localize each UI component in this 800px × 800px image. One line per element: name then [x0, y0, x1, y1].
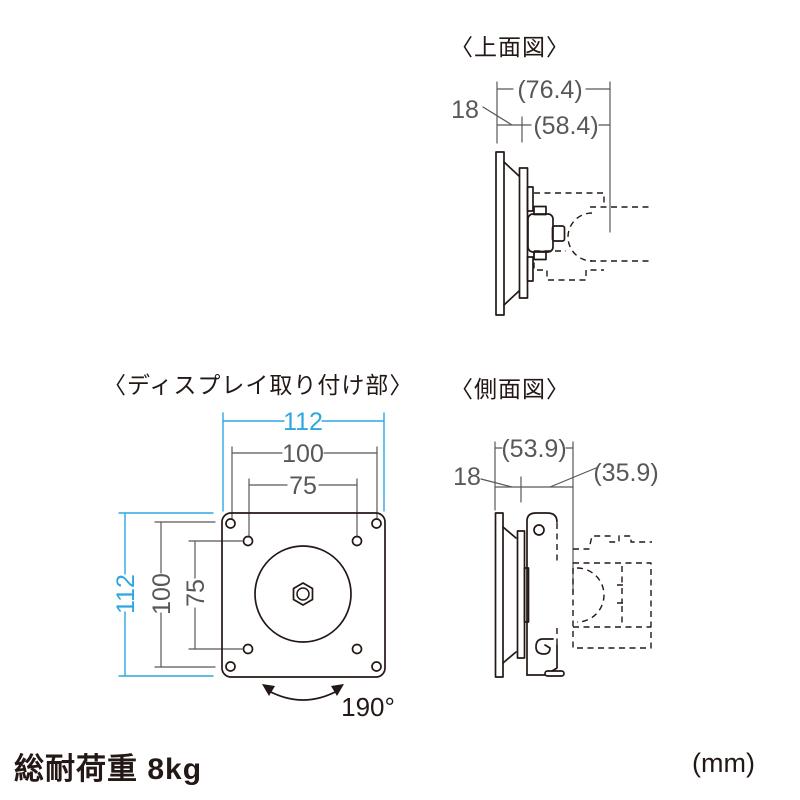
vesa75-hole: [242, 643, 254, 655]
vesa-plate: [221, 512, 386, 678]
front-view-pitch100-v-dim: 100: [148, 573, 176, 615]
front-view-width-dim: 112: [283, 408, 323, 436]
corner-hole: [371, 518, 382, 529]
side-view-title: 〈側面図〉: [450, 376, 570, 402]
top-view-overall-depth-dim: (76.4): [517, 76, 582, 104]
center-nut-hole: [296, 587, 310, 601]
vesa75-hole: [351, 643, 363, 655]
side-view-drawing: (53.9) 18 (35.9): [453, 435, 659, 678]
front-view-plate-outline: [221, 512, 386, 701]
front-view-pitch100-h-dim: 100: [282, 440, 324, 468]
front-view-height-dim: 112: [112, 574, 140, 614]
side-view-overall-depth-dim: (53.9): [501, 435, 566, 463]
front-view-title: 〈ディスプレイ取り付け部〉: [103, 372, 414, 398]
corner-hole: [371, 661, 382, 672]
front-view-pitch75-v-dim: 75: [182, 579, 210, 607]
side-view-bracket-outline: [494, 512, 565, 678]
load-capacity-label: 総耐荷重 8kg: [14, 753, 203, 786]
front-view-swivel-angle: 190°: [341, 692, 395, 722]
vesa75-hole: [242, 535, 254, 547]
arrow-right-icon: [331, 684, 344, 696]
side-view-offset-dim: 18: [453, 463, 481, 491]
side-view-arm-hidden-lines: [556, 523, 652, 649]
front-view-vesa-dimension-lines: [154, 446, 378, 668]
swivel-disc: [254, 545, 352, 643]
top-view-offset-dim: 18: [451, 96, 479, 124]
front-view-112-dimension-lines: [118, 412, 385, 677]
front-view-drawing: 112 112 100 75 100 75: [112, 408, 395, 722]
top-view-drawing: (76.4) (58.4) 18: [451, 76, 652, 316]
unit-label: (mm): [692, 748, 755, 778]
top-view-arm-hidden-lines: [533, 192, 652, 281]
top-view-bracket-outline: [495, 151, 566, 316]
vesa75-hole: [351, 535, 363, 547]
corner-hole: [225, 518, 236, 529]
side-view-dimension-lines: [480, 441, 597, 594]
top-view-title: 〈上面図〉: [450, 34, 570, 60]
corner-hole: [225, 661, 236, 672]
swivel-arc: [266, 689, 340, 701]
arrow-left-icon: [262, 684, 275, 696]
center-nut: [292, 582, 314, 606]
side-view-arm-depth-dim: (35.9): [593, 459, 658, 487]
bracket-hole: [533, 524, 545, 536]
front-view-pitch75-h-dim: 75: [289, 472, 317, 500]
top-view-dimension-lines: [482, 81, 611, 233]
top-view-arm-depth-dim: (58.4): [533, 112, 598, 140]
